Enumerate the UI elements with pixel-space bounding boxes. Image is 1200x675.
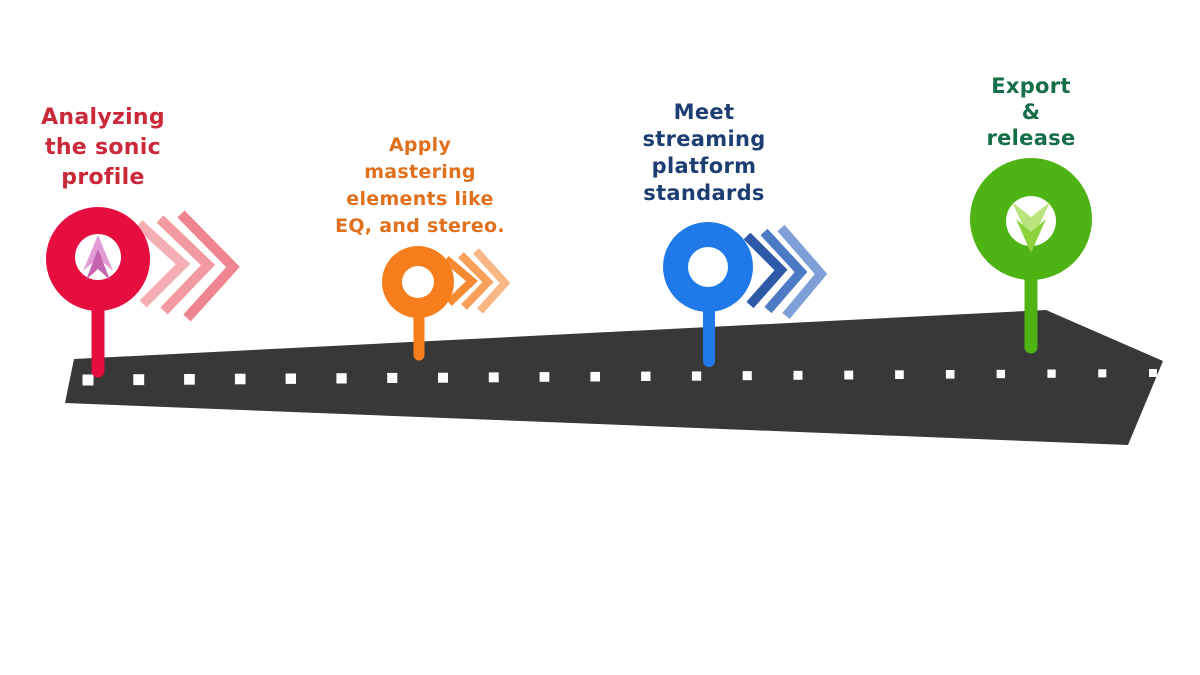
road-dash [539,372,550,382]
stage-2-pin-group [382,246,511,361]
stage-1-chevron-2 [156,215,216,315]
stage-2-chevron-1 [443,255,478,306]
stage-3-pin-hole [688,247,728,287]
stage-3-chevron-1 [743,232,788,309]
stage-4-chevron-down-icon [1012,202,1050,243]
stage-4-label: Export & release [986,74,1076,150]
road-dash [691,371,702,381]
road-dash [641,371,651,381]
stage-4-chevron-down-icon-inner [1016,219,1046,253]
road-dash [1098,369,1107,378]
stage-3-label: Meet streaming platform standards [642,100,766,205]
road-center-dashes [82,369,1157,386]
road-dash [234,373,246,385]
stage-1-chevron-up-icon-inner [86,249,110,280]
stage-2-chevron-2 [458,252,494,310]
stage-2-pin-hole [402,266,434,298]
road-dash [996,369,1005,379]
road-dash [488,372,499,383]
road-dash [387,372,398,383]
stage-1-chevron-1 [135,220,191,308]
road-dash [895,370,904,379]
road-dash [945,370,955,379]
stage-1-label: Analyzing the sonic profile [41,105,165,190]
stage-4-pin-group [970,158,1092,354]
road-dash [793,370,803,380]
stage-2-label: Apply mastering elements like EQ, and st… [335,134,505,237]
stage-1-chevron-3 [177,210,240,322]
road-dash [1047,369,1056,378]
road-dash [1149,369,1157,377]
road-dash [184,374,195,385]
road-dash [336,373,347,384]
road-dash [844,370,854,380]
road-dash [590,371,600,382]
road-dash [438,372,448,383]
road-dash [133,374,145,386]
road-dash [285,373,296,384]
road-dash [82,374,94,386]
stage-1-pin-group [46,207,240,378]
stage-3-pin-group [663,222,828,367]
stage-3-chevron-2 [760,228,808,314]
stage-3-chevron-3 [777,224,828,320]
stage-2-chevron-3 [473,248,511,314]
road-dash [742,371,752,381]
road-shape [65,310,1163,445]
